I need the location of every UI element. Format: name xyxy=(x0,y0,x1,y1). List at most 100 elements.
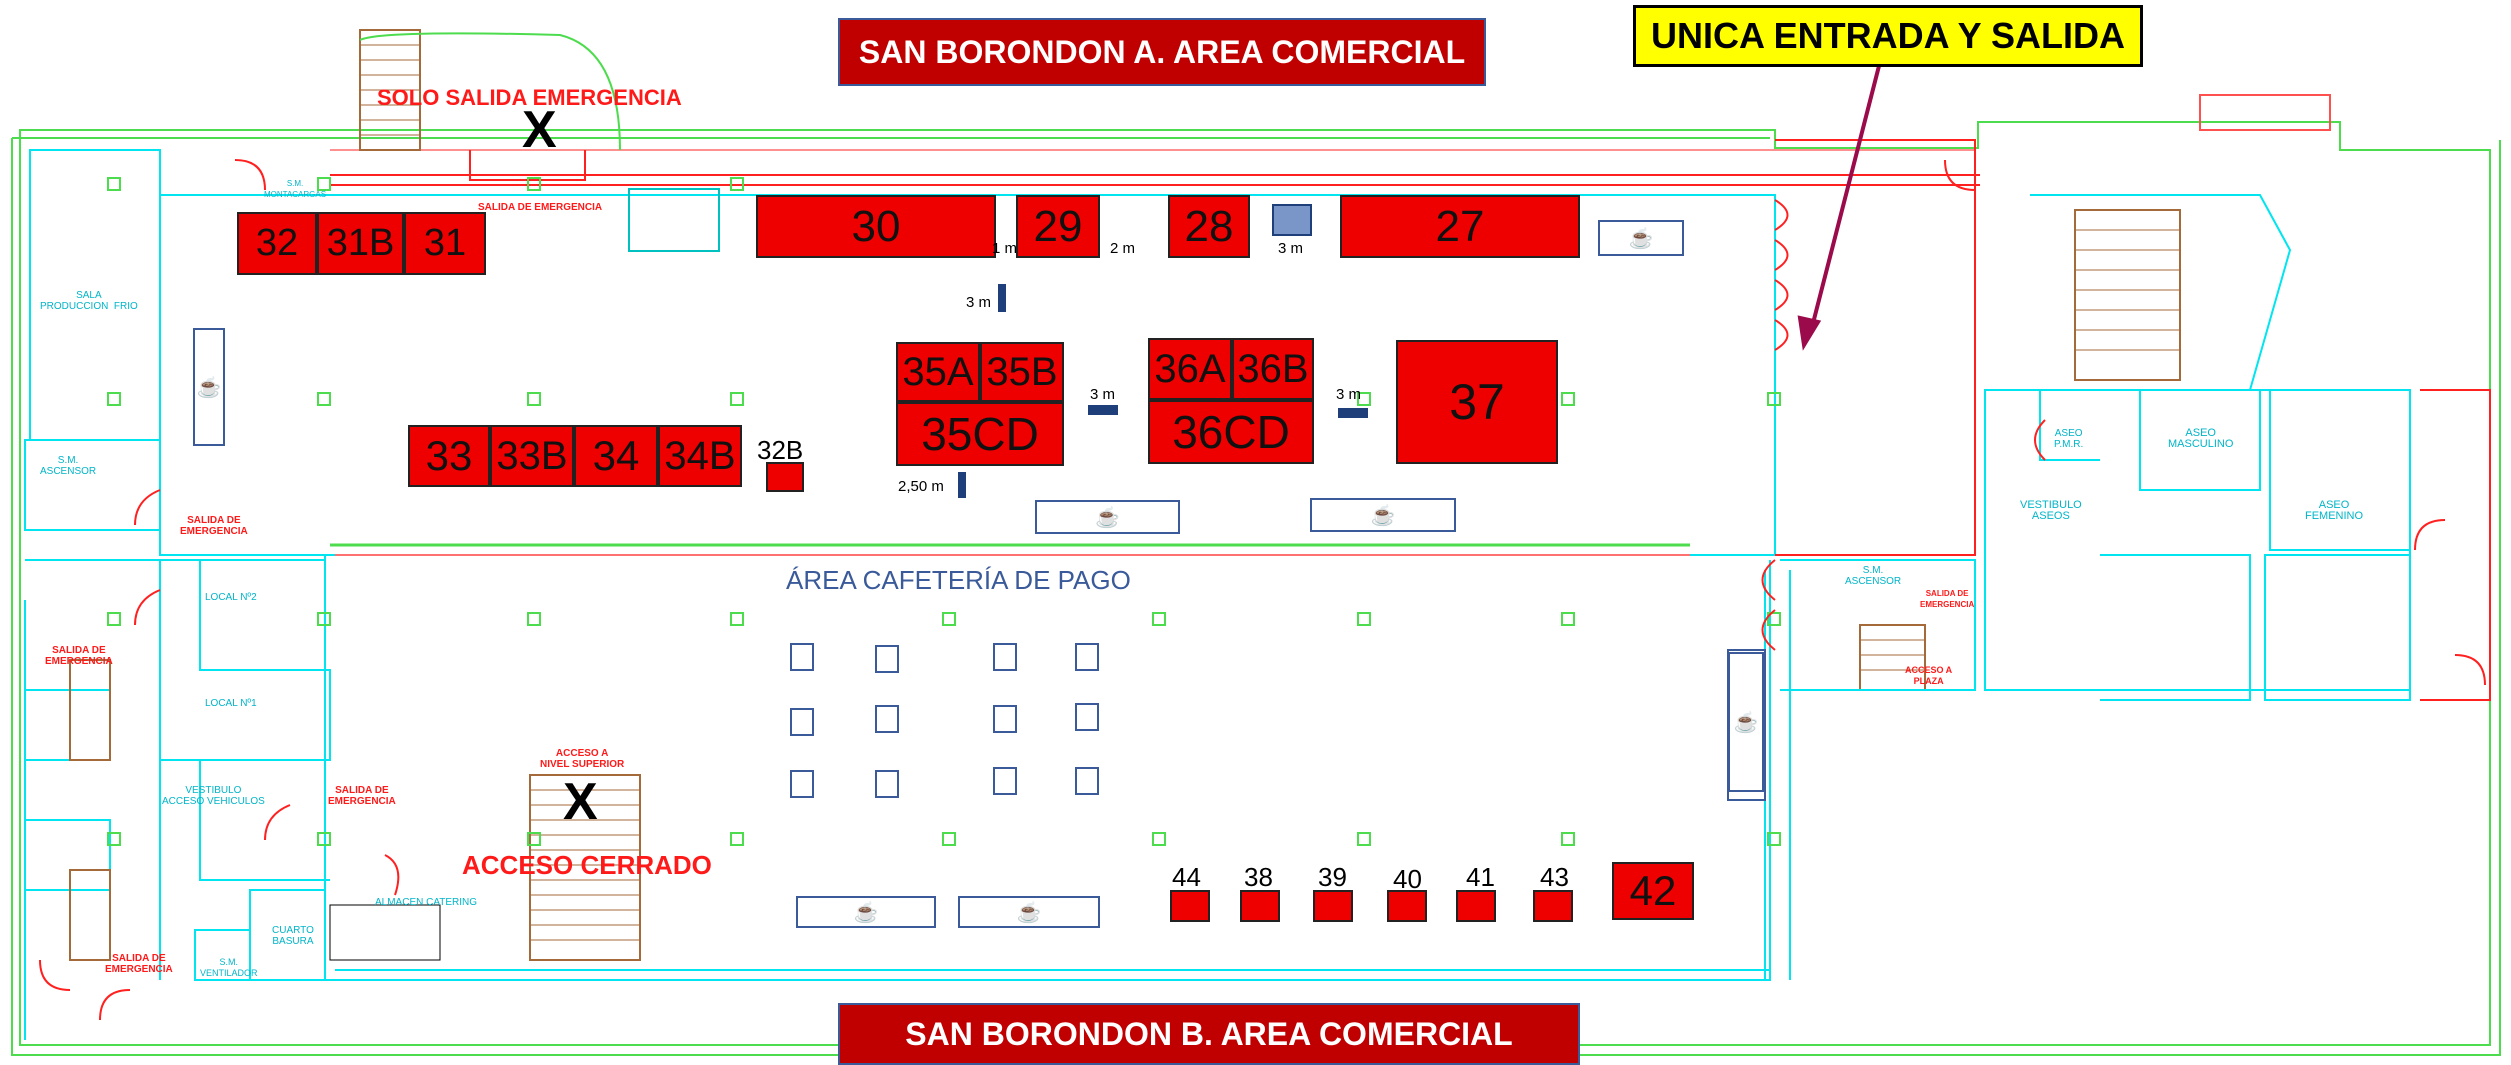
stand-44-label: 44 xyxy=(1172,862,1201,892)
cafe-counter: ☕ xyxy=(1728,652,1764,792)
cafe-table xyxy=(875,645,899,673)
stand-39-label: 39 xyxy=(1318,862,1347,892)
stand-38-label: 38 xyxy=(1244,862,1273,892)
gap-label-3m-left: 3 m xyxy=(1090,386,1116,403)
blue-booth-marker xyxy=(1272,204,1312,236)
gap-marker-3m-right xyxy=(1338,408,1368,418)
closed-access-label: ACCESO CERRADO xyxy=(462,850,712,880)
cafe-counter: ☕ xyxy=(1310,498,1456,532)
cafe-counter: ☕ xyxy=(1035,500,1180,534)
stand-37[interactable]: 37 xyxy=(1396,340,1558,464)
stand-34b[interactable]: 34B xyxy=(658,425,742,487)
stand-39[interactable] xyxy=(1313,890,1353,922)
coffee-cup-icon: ☕ xyxy=(1016,901,1042,924)
cafe-area-label: ÁREA CAFETERÍA DE PAGO xyxy=(786,565,1131,595)
stand-35b[interactable]: 35B xyxy=(980,342,1064,402)
stand-32[interactable]: 32 xyxy=(237,212,317,275)
exit-label-mid: SALIDA DE EMERGENCIA xyxy=(328,785,396,807)
cafe-table xyxy=(790,643,814,671)
emergency-only-label: SOLO SALIDA EMERGENCIA xyxy=(377,85,682,110)
gap-label-3m-right: 3 m xyxy=(1336,386,1362,403)
cafe-counter: ☕ xyxy=(958,896,1100,928)
cafe-table xyxy=(1075,767,1099,795)
room-vestibulo-aseos: VESTIBULO ASEOS xyxy=(2020,499,2082,522)
coffee-cup-icon: ☕ xyxy=(1733,711,1759,734)
cafe-table xyxy=(875,770,899,798)
cafe-table xyxy=(993,705,1017,733)
cafe-table xyxy=(790,708,814,736)
stand-32b-label: 32B xyxy=(757,435,804,465)
stand-27[interactable]: 27 xyxy=(1340,195,1580,258)
room-aseo-masculino: ASEO MASCULINO xyxy=(2168,427,2234,450)
stand-43-label: 43 xyxy=(1540,862,1569,892)
room-local-2: LOCAL Nº2 xyxy=(205,592,257,603)
stand-44[interactable] xyxy=(1170,890,1210,922)
stand-36b[interactable]: 36B xyxy=(1232,338,1314,400)
stand-35a[interactable]: 35A xyxy=(896,342,980,402)
cafe-table xyxy=(875,705,899,733)
exit-label-right: SALIDA DE EMERGENCIA xyxy=(1920,589,1975,609)
banner-top-title: SAN BORONDON A. AREA COMERCIAL xyxy=(838,18,1486,86)
coffee-cup-icon: ☕ xyxy=(853,901,879,924)
gap-label-3m-top: 3 m xyxy=(1278,240,1304,257)
stand-34[interactable]: 34 xyxy=(574,425,658,487)
cafe-counter: ☕ xyxy=(193,328,225,446)
room-sala-produccion: SALA PRODUCCION FRIO xyxy=(40,290,138,312)
service-box xyxy=(628,188,720,252)
stand-30[interactable]: 30 xyxy=(756,195,996,258)
exit-label-left-1: SALIDA DE EMERGENCIA xyxy=(180,515,248,537)
stand-33[interactable]: 33 xyxy=(408,425,490,487)
cafe-table xyxy=(993,643,1017,671)
closed-exit-x-mark: X xyxy=(522,101,557,159)
room-aseo-pmr: ASEO P.M.R. xyxy=(2054,428,2084,450)
closed-access-x-mark: X xyxy=(563,773,598,831)
stand-36cd[interactable]: 36CD xyxy=(1148,400,1314,464)
stand-40[interactable] xyxy=(1387,890,1427,922)
cafe-counter: ☕ xyxy=(1598,220,1684,256)
room-sm-ascensor-left: S.M. ASCENSOR xyxy=(40,455,97,477)
stand-43[interactable] xyxy=(1533,890,1573,922)
stand-40-label: 40 xyxy=(1393,864,1422,894)
room-aseo-femenino: ASEO FEMENINO xyxy=(2305,499,2364,522)
stand-31[interactable]: 31 xyxy=(404,212,486,275)
exit-label-top: SALIDA DE EMERGENCIA xyxy=(478,202,603,213)
stand-32b[interactable] xyxy=(766,462,804,492)
stand-29[interactable]: 29 xyxy=(1016,195,1100,258)
room-sm-ascensor-right: S.M. ASCENSOR xyxy=(1845,565,1902,587)
stand-38[interactable] xyxy=(1240,890,1280,922)
stand-42[interactable]: 42 xyxy=(1612,862,1694,920)
coffee-cup-icon: ☕ xyxy=(1370,504,1396,527)
stand-33b[interactable]: 33B xyxy=(490,425,574,487)
room-almacen-catering: ALMACEN CATERING xyxy=(375,897,478,908)
stand-41[interactable] xyxy=(1456,890,1496,922)
room-vestibulo-vehiculos: VESTIBULO ACCESO VEHICULOS xyxy=(162,785,265,807)
coffee-cup-icon: ☕ xyxy=(196,376,222,399)
exit-label-left-2: SALIDA DE EMERGENCIA xyxy=(45,645,113,667)
stand-41-label: 41 xyxy=(1466,862,1495,892)
stand-35cd[interactable]: 35CD xyxy=(896,402,1064,466)
cafe-counter: ☕ xyxy=(796,896,936,928)
coffee-cup-icon: ☕ xyxy=(1628,227,1654,250)
gap-label-1m: 1 m xyxy=(992,240,1018,257)
stand-31b[interactable]: 31B xyxy=(317,212,404,275)
gap-marker-3m-left xyxy=(1088,405,1118,415)
room-sm-ventilador: S.M. VENTILADOR xyxy=(200,957,258,978)
cafe-table xyxy=(790,770,814,798)
stand-36a[interactable]: 36A xyxy=(1148,338,1232,400)
gap-label-250m: 2,50 m xyxy=(898,478,944,495)
cafe-table xyxy=(1075,643,1099,671)
cafe-table xyxy=(1075,703,1099,731)
room-local-1: LOCAL Nº1 xyxy=(205,698,257,709)
gap-label-2m: 2 m xyxy=(1110,240,1136,257)
exit-label-bottom: SALIDA DE EMERGENCIA xyxy=(105,953,173,975)
gap-marker-3m-vertical xyxy=(998,284,1006,312)
room-cuarto-basura: CUARTO BASURA xyxy=(272,925,314,947)
gap-marker-250m xyxy=(958,472,966,498)
entrance-label: UNICA ENTRADA Y SALIDA xyxy=(1633,5,2143,67)
cafe-table xyxy=(993,767,1017,795)
access-plaza-label: ACCESO A PLAZA xyxy=(1905,665,1953,686)
banner-bottom-title: SAN BORONDON B. AREA COMERCIAL xyxy=(838,1003,1580,1065)
access-upper-level-label: ACCESO A NIVEL SUPERIOR xyxy=(540,748,625,770)
stand-28[interactable]: 28 xyxy=(1168,195,1250,258)
